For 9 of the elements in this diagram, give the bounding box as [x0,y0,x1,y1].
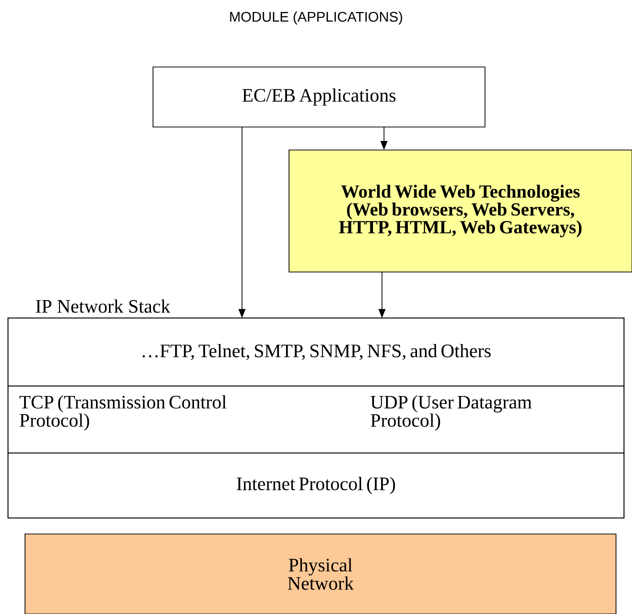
heading: IP Network Stack [36,299,170,313]
layer-label: UDP (User Datagram Protocol) [370,395,532,431]
protocol-layer: Internet Protocol (IP) [8,452,624,518]
title: MODULE (APPLICATIONS) [230,11,402,25]
layer-label: TCP (Transmission Control Protocol) [20,395,226,431]
application-box: EC/EB Applications [152,66,486,128]
protocol-layer: …FTP, Telnet, SMTP, SNMP, NFS, and Others [8,318,624,386]
technology-box: World Wide Web Technologies (Web browsers, Web Servers, HTTP, HTML, Web Gateways) [288,150,632,272]
physical-box: Physical Network [24,534,616,614]
